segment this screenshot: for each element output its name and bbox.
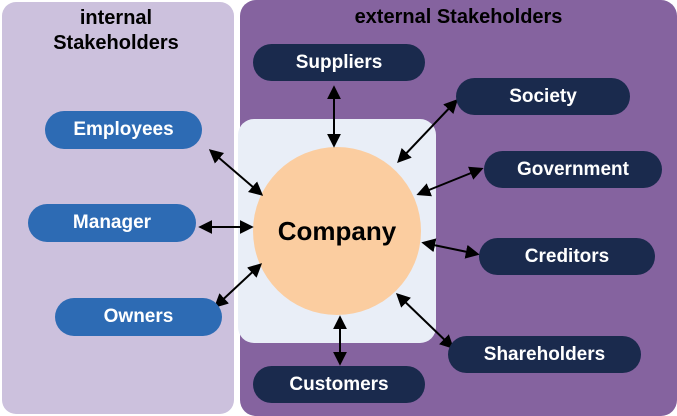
node-employees-label: Employees <box>73 119 174 140</box>
node-manager: Manager <box>28 204 196 242</box>
internal-panel-title: internal Stakeholders <box>53 7 179 54</box>
node-society-label: Society <box>509 85 577 107</box>
node-customers: Customers <box>253 366 425 403</box>
company-node: Company <box>253 147 421 315</box>
external-panel-title: external Stakeholders <box>354 6 563 28</box>
node-creditors-label: Creditors <box>524 245 610 267</box>
node-customers-label: Customers <box>289 373 389 395</box>
node-owners: Owners <box>55 298 222 336</box>
node-government: Government <box>484 151 662 188</box>
node-manager-label: Manager <box>72 212 152 233</box>
node-suppliers-label: Suppliers <box>295 51 383 73</box>
node-employees: Employees <box>45 111 202 149</box>
node-government-label: Government <box>517 158 629 180</box>
company-label: Company <box>277 215 397 246</box>
node-creditors: Creditors <box>479 238 655 275</box>
node-owners-label: Owners <box>103 306 174 327</box>
node-society: Society <box>456 78 630 115</box>
node-shareholders: Shareholders <box>448 336 641 373</box>
node-suppliers: Suppliers <box>253 44 425 81</box>
node-shareholders-label: Shareholders <box>483 343 606 365</box>
